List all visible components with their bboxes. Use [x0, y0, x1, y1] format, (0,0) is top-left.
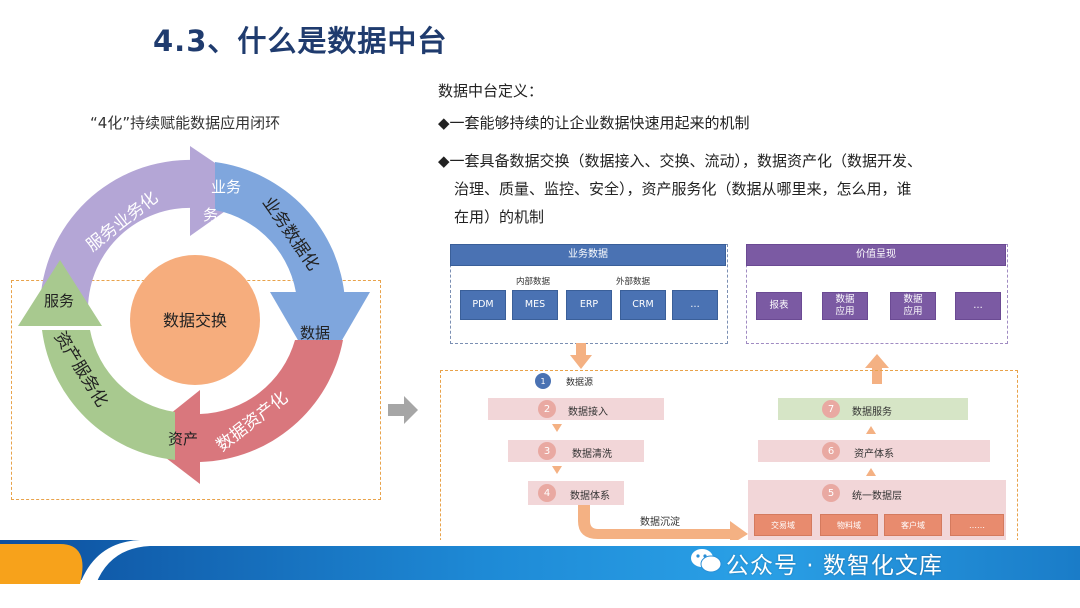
step4-label: 数据体系 [570, 491, 610, 502]
arrow-label-business-2: 务 [203, 206, 218, 224]
step7-label: 数据服务 [852, 407, 892, 418]
arrow-down-icon [570, 343, 592, 369]
step6-label: 资产体系 [854, 449, 894, 460]
data-loop-cycle: 数据交换 服务业务化 业务数据化 数据资产化 资产服务化 业务 务 数据 资产 … [18, 146, 370, 484]
step6-circle: 6 [822, 442, 840, 460]
business-data-header: 业务数据 [450, 244, 726, 266]
step3-label: 数据清洗 [572, 449, 612, 460]
step-up-arrow-icon [866, 426, 876, 434]
definition-heading: 数据中台定义： [438, 82, 544, 100]
arrow-head-service [18, 260, 102, 326]
arrow-label-data: 数据 [300, 324, 330, 342]
step5-circle: 5 [822, 484, 840, 502]
source-pdm: PDM [460, 290, 506, 320]
value-more: … [955, 292, 1001, 320]
layer-more: …… [950, 514, 1004, 536]
arc-asset-service [42, 330, 175, 460]
layer-material: 物料域 [820, 514, 878, 536]
internal-data-label: 内部数据 [516, 277, 551, 287]
source-mes: MES [512, 290, 558, 320]
arc-service-business [40, 159, 195, 308]
source-crm: CRM [620, 290, 666, 320]
step2-bar [488, 398, 664, 420]
step1-circle: 1 [535, 373, 551, 389]
arrow-label-service: 服务 [44, 292, 74, 310]
pointer-arrow-icon [388, 396, 418, 424]
arrow-head-data [270, 292, 370, 378]
definition-bullet-2-end: 在用）的机制 [454, 208, 545, 226]
value-report: 报表 [756, 292, 802, 320]
center-label: 数据交换 [163, 311, 227, 330]
loop-caption: “4化”持续赋能数据应用闭环 [90, 114, 281, 132]
arc-business-data [215, 162, 345, 300]
arc-data-asset [200, 340, 343, 462]
step2-circle: 2 [538, 400, 556, 418]
page-title: 4.3、什么是数据中台 [153, 24, 448, 58]
bottom-band-accent [0, 540, 1080, 584]
value-header: 价值呈现 [746, 244, 1006, 266]
value-app-1: 数据 应用 [822, 292, 868, 320]
step-arrow-icon [552, 424, 562, 432]
step3-circle: 3 [538, 442, 556, 460]
step7-circle: 7 [822, 400, 840, 418]
bottom-band-blue [0, 540, 1080, 580]
definition-bullet-1: ◆一套能够持续的让企业数据快速用起来的机制 [438, 114, 750, 132]
arrow-label-asset: 资产 [168, 430, 198, 448]
wechat-icon [691, 549, 722, 573]
step-up-arrow-icon [866, 468, 876, 476]
step-arrow-icon [552, 466, 562, 474]
watermark-text: 公众号 · 数智化文库 [726, 553, 943, 579]
sediment-label: 数据沉淀 [640, 517, 680, 528]
value-app-2: 数据 应用 [890, 292, 936, 320]
definition-bullet-2-cont: 治理、质量、监控、安全），资产服务化（数据从哪里来，怎么用，谁 [454, 180, 912, 198]
definition-bullet-2: ◆一套具备数据交换（数据接入、交换、流动），数据资产化（数据开发、 [438, 152, 923, 170]
step6-bar [758, 440, 990, 462]
arrow-label-business: 业务 [211, 178, 241, 196]
layer-customer: 客户域 [884, 514, 942, 536]
step4-circle: 4 [538, 484, 556, 502]
arrow-up-icon [865, 354, 889, 384]
source-more: … [672, 290, 718, 320]
center-circle [130, 255, 260, 385]
source-erp: ERP [566, 290, 612, 320]
sediment-arrow-icon [578, 505, 748, 545]
layer-trade: 交易域 [754, 514, 812, 536]
external-data-label: 外部数据 [616, 277, 651, 287]
step2-label: 数据接入 [568, 407, 608, 418]
step5-label: 统一数据层 [852, 491, 902, 502]
step1-label: 数据源 [566, 378, 594, 388]
